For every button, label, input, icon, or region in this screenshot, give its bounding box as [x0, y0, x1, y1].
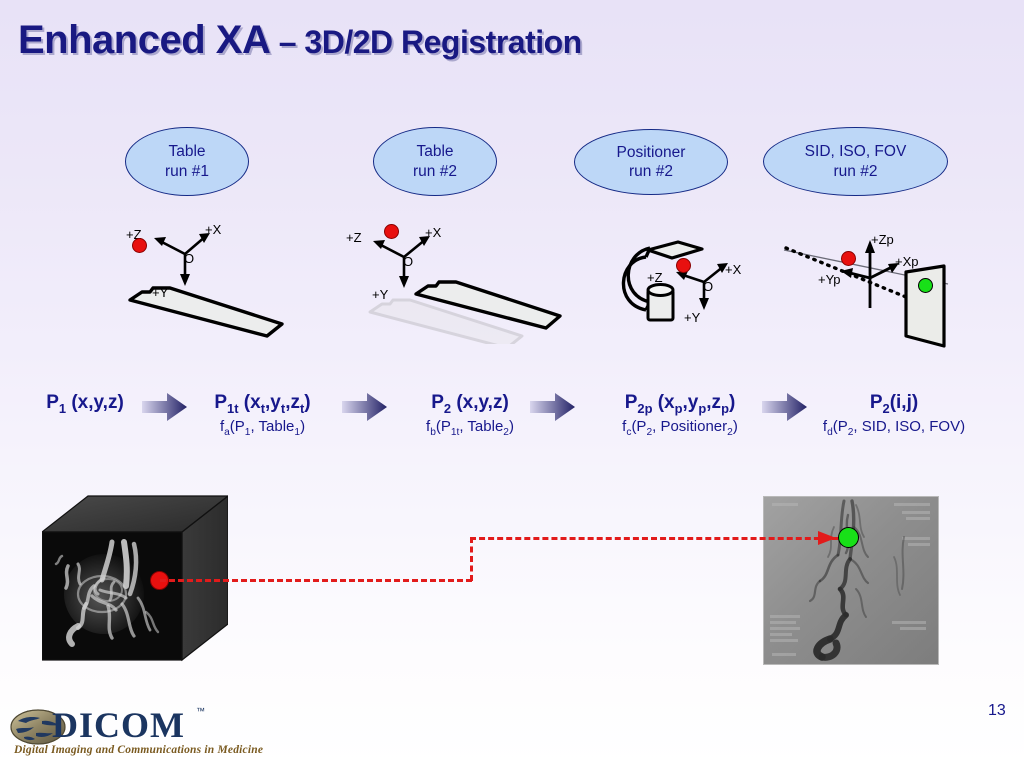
dsa-xray-projection [763, 496, 939, 665]
pipeline-point: P2p (xp,yp,zp) [624, 392, 736, 416]
ellipse-label-line1: Table [416, 143, 454, 161]
axis-label-y: +Y [684, 310, 701, 325]
axis-label-zp: +Zp [871, 232, 894, 247]
dicom-trademark-symbol: ™ [196, 706, 205, 716]
diagram-table-run-2: +Z +X +Y O [344, 212, 564, 350]
table-slab-icon [128, 286, 284, 338]
axis-label-y: +Y [152, 285, 169, 300]
table-run-2-graphic [368, 236, 562, 350]
page-number: 13 [988, 702, 1006, 719]
diagram-sid-iso-fov-run-2: +Zp +Xp +Yp [778, 228, 974, 350]
ellipse-label-line2: run #2 [413, 162, 457, 180]
axis-label-yp: +Yp [818, 272, 841, 287]
page-title: Enhanced XA – 3D/2D Registration [18, 18, 582, 63]
dsa-overlay-annotations [770, 503, 930, 656]
table-run-1-graphic [128, 233, 284, 338]
pipeline-arrow-2 [342, 393, 387, 421]
pipeline-step-1: P1 (x,y,z) [0, 392, 170, 418]
table-slab-icon [414, 280, 562, 330]
pipeline-point: P1 (x,y,z) [46, 392, 124, 416]
red-point-marker [132, 238, 147, 253]
axis-label-y: +Y [372, 287, 389, 302]
pipeline-step-4: P2p (xp,yp,zp) fc(P2, Positioner2) [546, 392, 814, 438]
projection-ray-icon [784, 246, 930, 308]
positioner-graphic [621, 240, 728, 322]
axis-label-origin: O [703, 279, 714, 294]
pipeline-point: P2(i,j) [869, 392, 919, 416]
image-plane-icon [904, 264, 946, 348]
axis-label-z: +Z [647, 270, 663, 285]
pipeline-transform: fd(P2, SID, ISO, FOV) [822, 417, 966, 438]
ellipse-table-run-2[interactable]: Table run #2 [373, 127, 497, 196]
diagram-table-run-1: +Z +X +Y O [112, 212, 302, 344]
dicom-tagline: Digital Imaging and Communications in Me… [14, 744, 264, 756]
title-main: Enhanced XA [18, 18, 271, 62]
correspondence-line-segment-upper [470, 537, 838, 540]
projection-green-point-marker [838, 527, 859, 548]
axis-label-origin: O [403, 254, 414, 269]
ellipse-label-line1: Table [168, 143, 206, 161]
axis-label-x: +X [425, 225, 442, 240]
detector-plate-icon [646, 240, 704, 260]
angio-vessel-tree [808, 499, 905, 661]
correspondence-line-segment-vertical [470, 537, 473, 581]
axis-label-x: +X [205, 222, 222, 237]
axis-label-origin: O [184, 251, 195, 266]
angio-vessel-rendering [54, 539, 160, 647]
axis-label-z: +Z [346, 230, 362, 245]
pipeline-point: P1t (xt,yt,zt) [214, 392, 311, 416]
ellipse-label-line2: run #2 [629, 163, 673, 180]
pipeline-transform: fc(P2, Positioner2) [622, 417, 738, 438]
red-point-marker [384, 224, 399, 239]
pipeline-transform: fa(P1, Table1) [219, 417, 306, 438]
title-rest: 3D/2D Registration [304, 24, 582, 60]
pipeline-step-5: P2(i,j) fd(P2, SID, ISO, FOV) [760, 392, 1024, 438]
pipeline-step-3: P2 (x,y,z) fb(P1t, Table2) [350, 392, 590, 438]
pipeline-point: P2 (x,y,z) [431, 392, 509, 416]
pipeline-arrow-4 [762, 393, 807, 421]
red-point-marker [841, 251, 856, 266]
pipeline-transform: fb(P1t, Table2) [426, 417, 514, 438]
axis-label-x: +X [725, 262, 742, 277]
dicom-globe-icon [10, 709, 66, 745]
axis-label-xp: +Xp [895, 254, 919, 269]
correspondence-line-segment-lower [160, 579, 472, 582]
ellipse-label-line1: Positioner [616, 143, 686, 161]
ellipse-sid-iso-fov-run-2[interactable]: SID, ISO, FOV run #2 [763, 127, 948, 196]
green-point-marker [918, 278, 933, 293]
3d-volume-cube [42, 495, 228, 662]
x-ray-tube-icon [646, 283, 675, 322]
ellipse-label-line2: run #1 [165, 162, 209, 180]
ellipse-positioner-run-2[interactable]: Positioner run #2 [574, 129, 728, 195]
correspondence-arrowhead-icon [818, 531, 836, 545]
projection-graphic [783, 240, 949, 348]
ellipse-label-line1: SID, ISO, FOV [804, 143, 907, 161]
ellipse-table-run-1[interactable]: Table run #1 [125, 127, 249, 196]
pipeline-step-2: P1t (xt,yt,zt) fa(P1, Table1) [140, 392, 385, 438]
dicom-wordmark: DICOM [52, 705, 185, 745]
diagram-positioner-run-2: +Z +X +Y O [606, 232, 756, 336]
title-separator: – [270, 24, 305, 60]
pipeline-arrow-1 [142, 393, 187, 421]
ellipse-label-line2: run #2 [833, 162, 878, 180]
pipeline-arrow-3 [530, 393, 575, 421]
red-point-marker [676, 258, 691, 273]
